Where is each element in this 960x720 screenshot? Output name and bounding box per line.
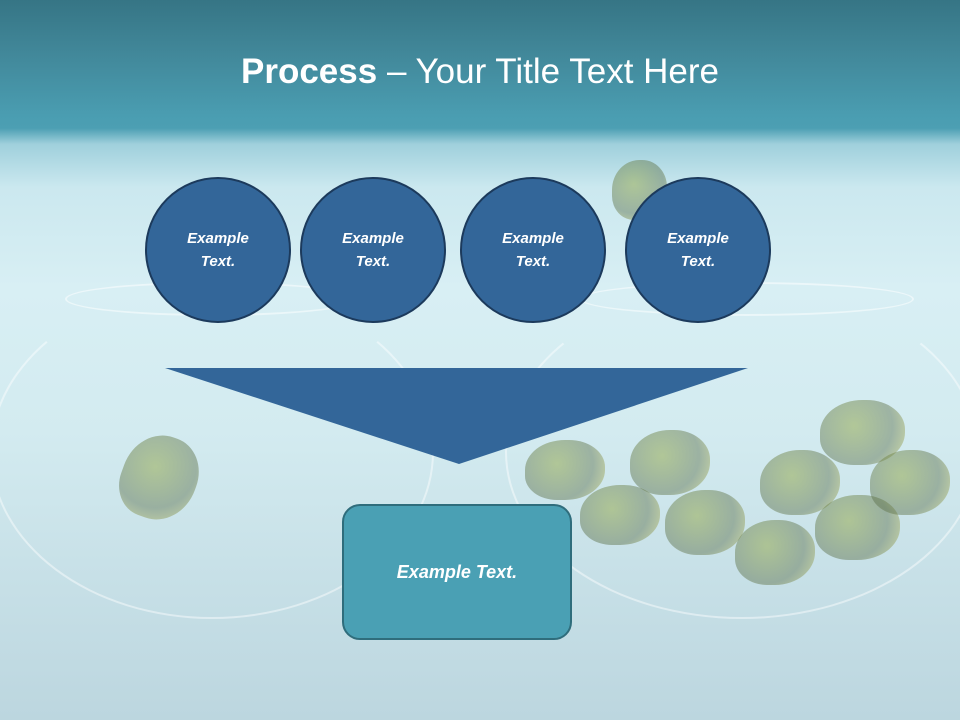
process-step-circle-2: Example Text. [300, 177, 446, 323]
title-rest-part: – Your Title Text Here [377, 52, 719, 91]
title-bold-part: Process [241, 52, 378, 91]
result-box-label: Example Text. [396, 561, 518, 582]
circle-label: Example Text. [667, 230, 729, 270]
process-step-circle-4: Example Text. [625, 177, 771, 323]
process-step-circle-1: Example Text. [145, 177, 291, 323]
fish-image [735, 520, 815, 585]
result-box: Example Text. [342, 504, 572, 640]
fish-image [665, 490, 745, 555]
process-step-circle-3: Example Text. [460, 177, 606, 323]
fish-image [870, 450, 950, 515]
circle-label: Example Text. [342, 230, 404, 270]
fishbowl-right-decoration [505, 285, 960, 619]
fish-image [525, 440, 605, 500]
fish-image [630, 430, 710, 495]
circle-label: Example Text. [502, 230, 564, 270]
fish-image [580, 485, 660, 545]
circle-label: Example Text. [187, 230, 249, 270]
slide-title: Process – Your Title Text Here [0, 52, 960, 92]
